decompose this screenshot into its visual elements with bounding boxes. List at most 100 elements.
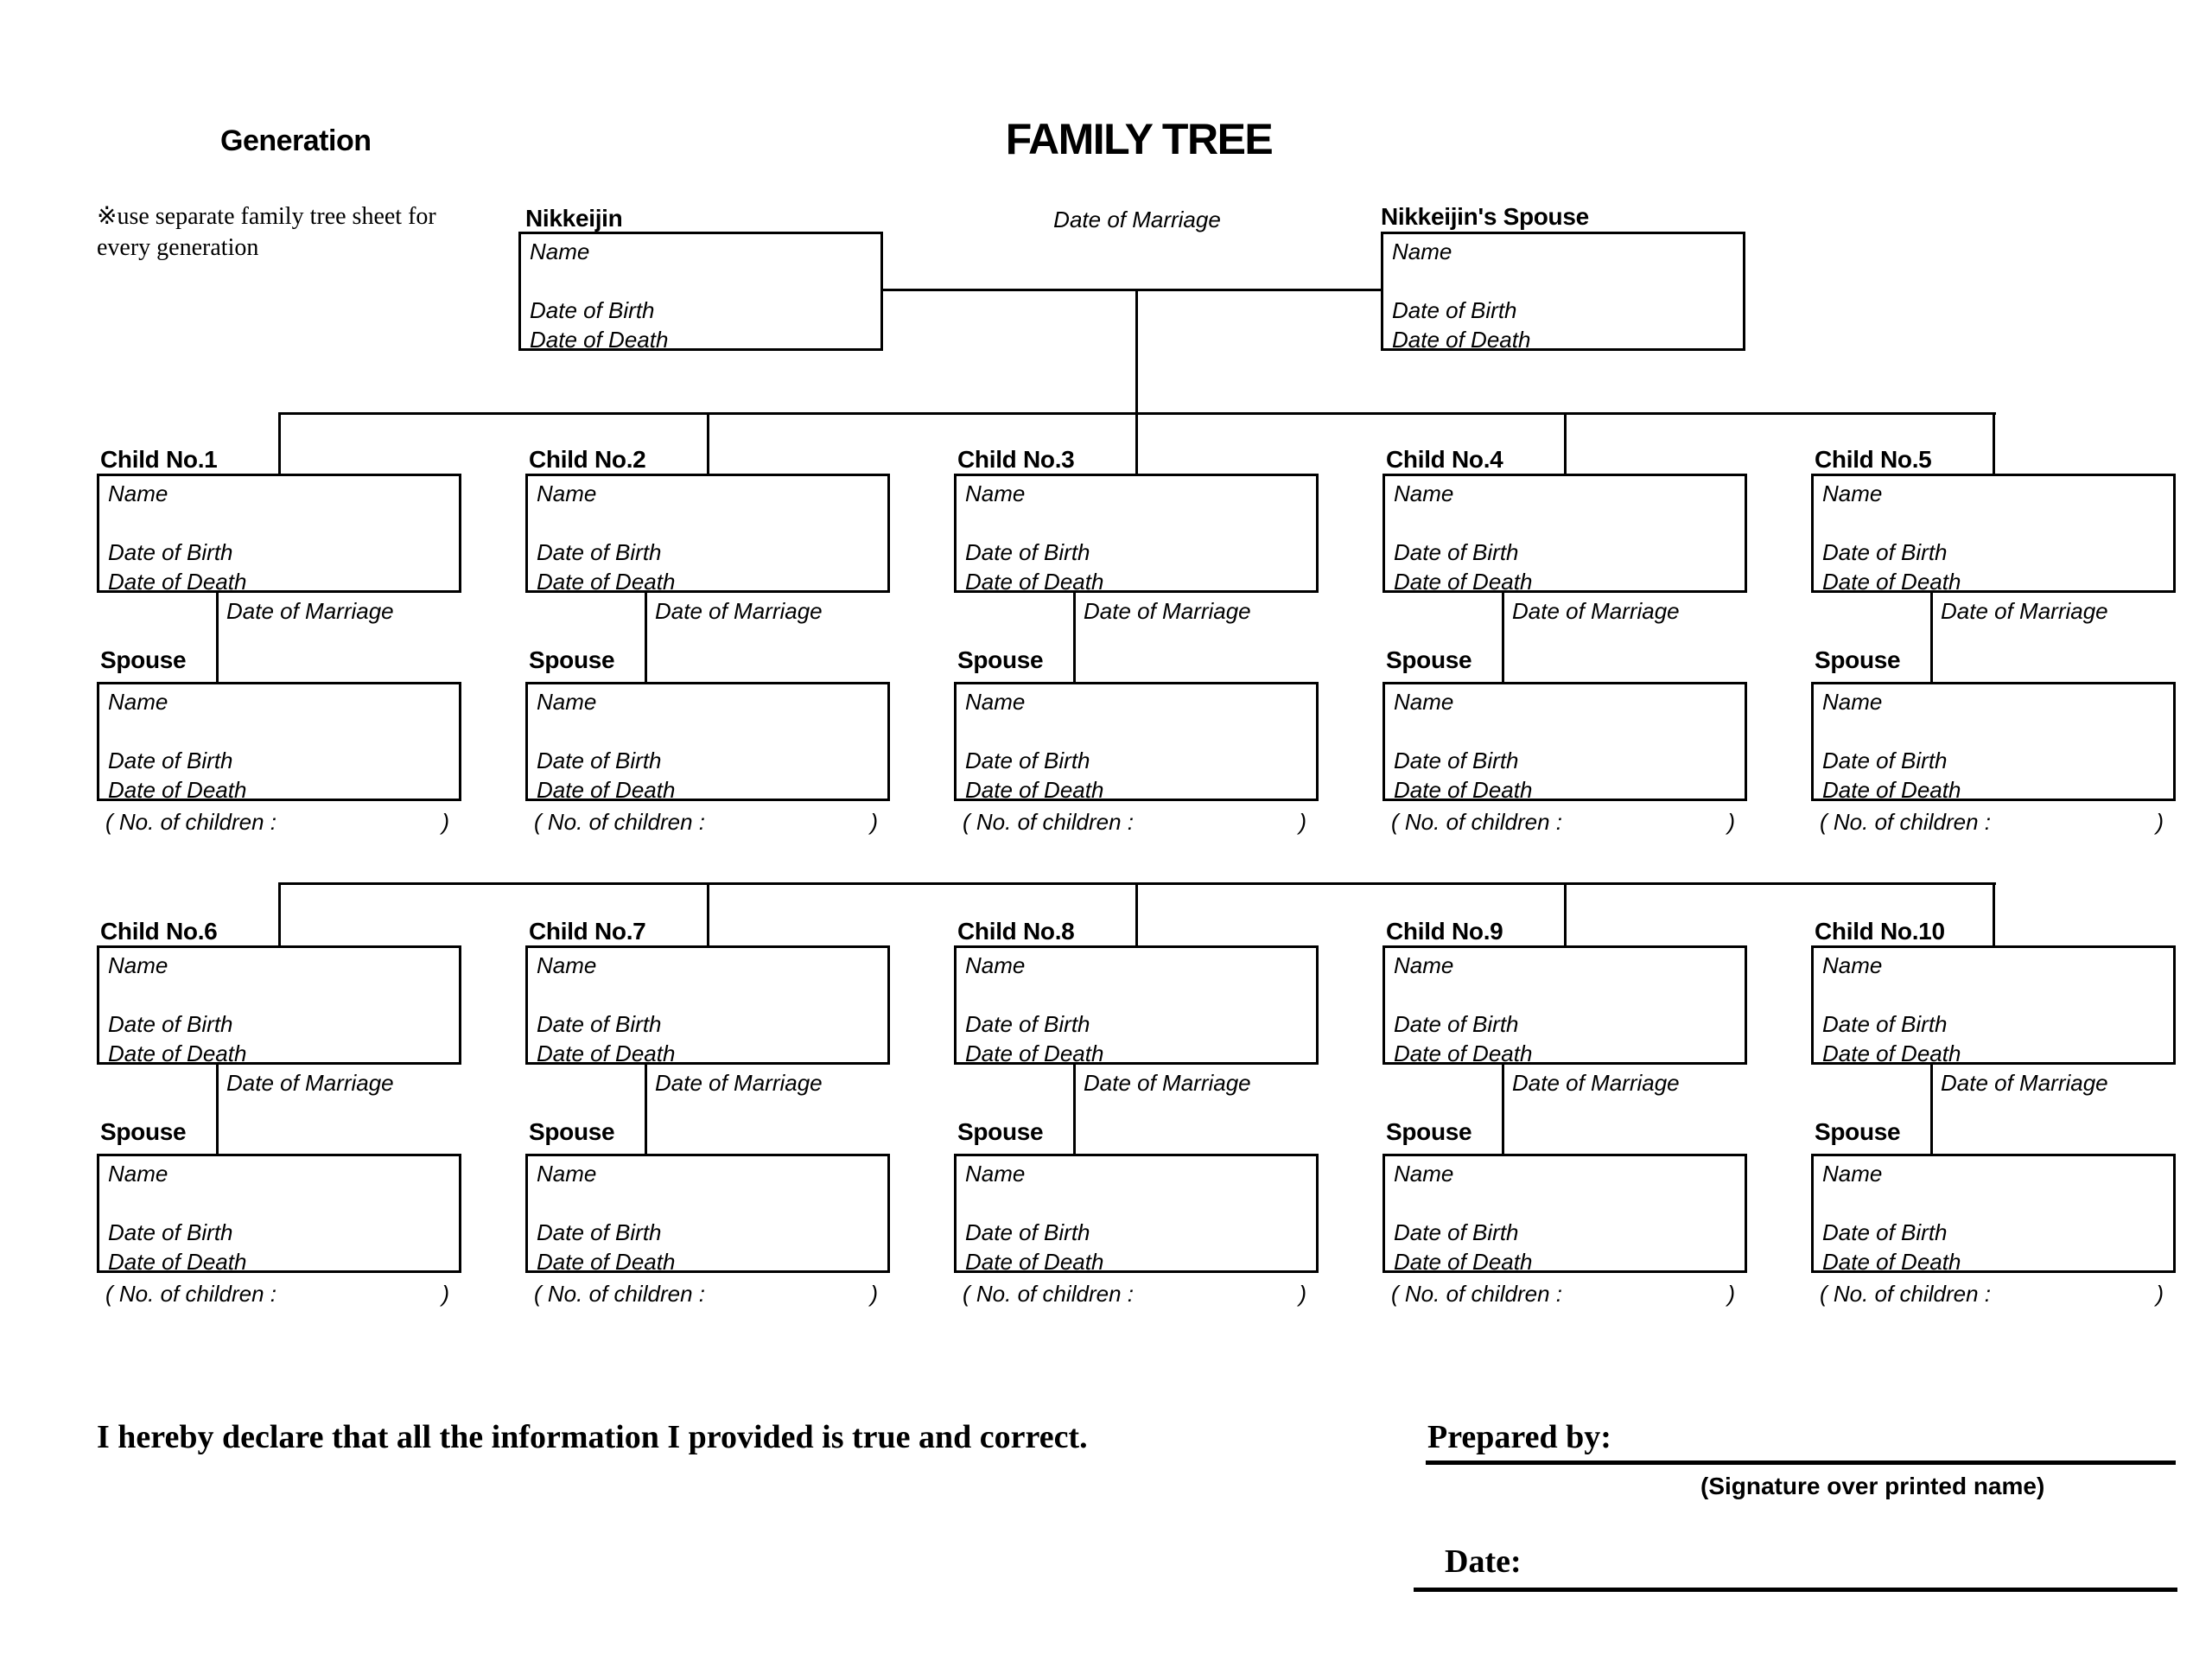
no-of-children-open-text: ( No. of children : (1391, 809, 1562, 835)
no-of-children-open-text: ( No. of children : (105, 1281, 276, 1307)
name-field-label: Name (108, 1161, 168, 1187)
date-of-birth-field-label: Date of Birth (108, 1219, 233, 1245)
no-of-children-close-paren: ) (442, 809, 449, 835)
child-number-label: Child No.6 (100, 918, 218, 945)
spouse-marriage-connector-line (1930, 1065, 1933, 1155)
spouse-info-box: Name Date of Birth Date of Death (97, 682, 461, 803)
page-title: FAMILY TREE (1005, 115, 1274, 163)
no-of-children-open-text: ( No. of children : (534, 809, 705, 835)
date-of-death-field-label: Date of Death (1394, 1040, 1533, 1066)
child-number-label: Child No.7 (529, 918, 646, 945)
no-of-children-line: ( No. of children : ) (963, 1281, 1306, 1308)
date-of-marriage-label: Date of Marriage (1084, 598, 1251, 624)
child-drop-line (707, 412, 709, 477)
date-of-birth-field-label: Date of Birth (965, 748, 1090, 773)
name-field-label: Name (108, 480, 168, 506)
no-of-children-line: ( No. of children : ) (105, 1281, 449, 1308)
no-of-children-open-text: ( No. of children : (1820, 1281, 1991, 1307)
date-of-birth-field-label: Date of Birth (537, 539, 662, 565)
name-field-label: Name (537, 1161, 597, 1187)
name-field-label: Name (108, 952, 168, 978)
date-of-death-field-label: Date of Death (1822, 777, 1961, 803)
name-field-label: Name (530, 239, 590, 264)
spouse-marriage-connector-line (645, 593, 647, 683)
date-of-death-field-label: Date of Death (1822, 1040, 1961, 1066)
spouse-marriage-connector-line (1930, 593, 1933, 683)
name-field-label: Name (1394, 952, 1454, 978)
spouse-info-box: Name Date of Birth Date of Death (954, 1154, 1319, 1275)
child-card: Child No.9 Name Date of Birth Date of De… (1382, 918, 1751, 1324)
spouse-label: Spouse (100, 646, 187, 673)
date-of-birth-field-label: Date of Birth (1822, 1011, 1948, 1037)
child-drop-line (278, 882, 281, 947)
date-of-birth-field-label: Date of Birth (1822, 539, 1948, 565)
child-number-label: Child No.3 (957, 446, 1075, 473)
spouse-info-box: Name Date of Birth Date of Death (97, 1154, 461, 1275)
child-number-label: Child No.5 (1815, 446, 1932, 473)
date-of-birth-field-label: Date of Birth (1822, 748, 1948, 773)
date-of-birth-field-label: Date of Birth (965, 1219, 1090, 1245)
blank-line (1822, 980, 2173, 1009)
no-of-children-close-paren: ) (1299, 1281, 1306, 1307)
nikkeijin-spouse-info-box: Name Date of Birth Date of Death (1381, 232, 1745, 353)
child-card: Child No.6 Name Date of Birth Date of De… (97, 918, 465, 1324)
date-of-marriage-label: Date of Marriage (655, 598, 823, 624)
child-drop-line (1135, 412, 1138, 477)
spouse-label: Spouse (1815, 646, 1901, 673)
name-field-label: Name (1822, 952, 1883, 978)
no-of-children-close-paren: ) (2156, 809, 2164, 835)
no-of-children-open-text: ( No. of children : (105, 809, 276, 835)
nikkeijin-label: Nikkeijin (525, 205, 623, 232)
name-field-label: Name (537, 480, 597, 506)
no-of-children-close-paren: ) (2156, 1281, 2164, 1307)
date-line (1414, 1588, 2177, 1592)
no-of-children-line: ( No. of children : ) (1820, 1281, 2164, 1308)
parents-descend-line (1135, 289, 1138, 415)
child-drop-line (1135, 882, 1138, 947)
date-of-marriage-label: Date of Marriage (1084, 1070, 1251, 1096)
date-of-birth-field-label: Date of Birth (1394, 1219, 1519, 1245)
child-number-label: Child No.1 (100, 446, 218, 473)
child-number-label: Child No.9 (1386, 918, 1503, 945)
no-of-children-close-paren: ) (870, 809, 878, 835)
no-of-children-line: ( No. of children : ) (963, 809, 1306, 836)
spouse-info-box: Name Date of Birth Date of Death (954, 682, 1319, 803)
child-info-box: Name Date of Birth Date of Death (954, 474, 1319, 595)
no-of-children-line: ( No. of children : ) (1391, 809, 1735, 836)
spouse-label: Spouse (100, 1118, 187, 1145)
date-of-death-field-label: Date of Death (537, 1249, 676, 1275)
date-of-marriage-label: Date of Marriage (1512, 1070, 1680, 1096)
name-field-label: Name (1394, 1161, 1454, 1187)
spouse-marriage-connector-line (1073, 1065, 1076, 1155)
child-number-label: Child No.10 (1815, 918, 1945, 945)
blank-line (1394, 508, 1745, 538)
no-of-children-close-paren: ) (1727, 1281, 1735, 1307)
spouse-info-box: Name Date of Birth Date of Death (1811, 682, 2176, 803)
child-drop-line (278, 412, 281, 477)
spouse-label: Spouse (1386, 1118, 1472, 1145)
child-info-box: Name Date of Birth Date of Death (525, 474, 890, 595)
generation-label: Generation (220, 124, 372, 157)
date-of-death-field-label: Date of Death (965, 777, 1104, 803)
date-of-death-field-label: Date of Death (1822, 1249, 1961, 1275)
blank-line (537, 508, 887, 538)
no-of-children-open-text: ( No. of children : (1820, 809, 1991, 835)
child-info-box: Name Date of Birth Date of Death (1382, 474, 1747, 595)
date-of-birth-field-label: Date of Birth (1394, 748, 1519, 773)
date-of-death-field-label: Date of Death (108, 1040, 247, 1066)
blank-line (537, 716, 887, 746)
blank-line (108, 508, 459, 538)
blank-line (1394, 980, 1745, 1009)
no-of-children-open-text: ( No. of children : (534, 1281, 705, 1307)
date-of-birth-field-label: Date of Birth (965, 539, 1090, 565)
name-field-label: Name (1394, 480, 1454, 506)
date-of-death-field-label: Date of Death (537, 777, 676, 803)
date-of-death-field-label: Date of Death (965, 1249, 1104, 1275)
name-field-label: Name (108, 689, 168, 715)
name-field-label: Name (965, 952, 1026, 978)
no-of-children-close-paren: ) (1299, 809, 1306, 835)
child-drop-line (1993, 412, 1995, 477)
date-of-death-field-label: Date of Death (530, 327, 669, 353)
parents-marriage-line (883, 289, 1381, 291)
date-of-birth-field-label: Date of Birth (537, 1011, 662, 1037)
